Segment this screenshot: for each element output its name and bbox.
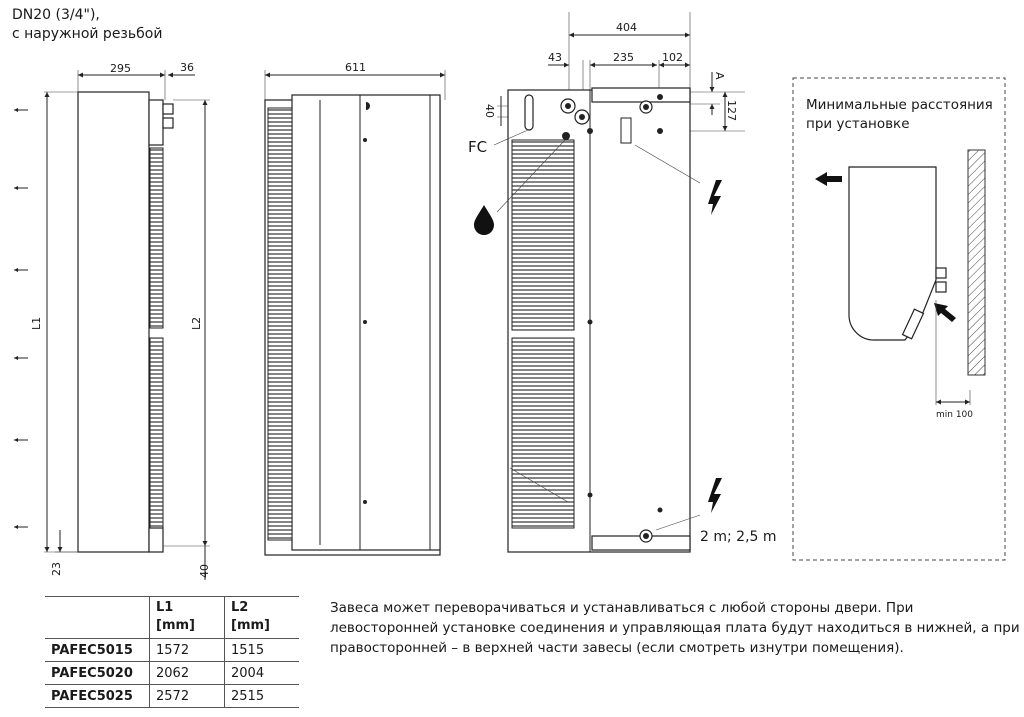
electric-bolt-icon	[708, 478, 722, 513]
min-clearance: min 100	[936, 410, 973, 420]
cell-L2: 2515	[224, 684, 299, 708]
cell-L1: 2062	[149, 661, 225, 685]
clearance-diagram: min 100	[792, 77, 1006, 561]
cell-L1: 1572	[149, 638, 225, 662]
dim-bottom-right: 40	[198, 564, 211, 578]
header-L1-name: L1	[156, 600, 174, 615]
dim-depth: 295	[110, 62, 131, 75]
installation-note: Завеса может переворачиваться и устанавл…	[330, 600, 1020, 656]
airflow-arrow-icons	[14, 108, 28, 529]
table-row: PAFEC5015 1572 1515	[45, 638, 299, 662]
cell-model: PAFEC5020	[45, 661, 150, 685]
dim-40: 40	[483, 104, 496, 118]
dim-fitting: 36	[180, 61, 194, 74]
header-L2: L2 [mm]	[224, 596, 299, 639]
water-drop-icon	[474, 205, 494, 235]
header-L2-name: L2	[231, 600, 249, 615]
dim-127: 127	[725, 100, 738, 121]
front-view: 611	[264, 61, 446, 556]
dim-L1: L1	[30, 317, 43, 330]
dim-left: 43	[548, 51, 562, 64]
connection-note-line1: DN20 (3/4"),	[12, 7, 100, 23]
dim-L2: L2	[190, 317, 203, 330]
header-L2-unit: [mm]	[231, 618, 270, 633]
dim-width: 611	[345, 61, 366, 74]
side-view: 295 36 L1 L2 23 40	[14, 61, 211, 580]
clearance-title-line1: Минимальные расстояния	[806, 97, 993, 113]
air-in-arrow-icon	[934, 303, 956, 322]
electric-bolt-icon	[708, 180, 722, 215]
dim-right: 102	[662, 51, 683, 64]
table-row: PAFEC5025 2572 2515	[45, 684, 299, 708]
table-header: L1 [mm] L2 [mm]	[45, 596, 299, 639]
dim-A: A	[713, 72, 726, 80]
cable-length: 2 m; 2,5 m	[700, 529, 777, 545]
cell-model: PAFEC5015	[45, 638, 150, 662]
cell-L2: 1515	[224, 638, 299, 662]
label-fc: FC	[468, 138, 487, 156]
cell-model: PAFEC5025	[45, 684, 150, 708]
connection-note-line2: с наружной резьбой	[12, 26, 163, 42]
header-model	[45, 596, 150, 639]
dimensions-table: L1 [mm] L2 [mm] PAFEC5015 1572 1515 PAFEC5…	[45, 596, 299, 708]
clearance-title: Минимальные расстояния при установке	[806, 96, 993, 134]
dim-mid: 235	[613, 51, 634, 64]
rear-view: 404 43 235 102 A 127 40 FC	[468, 12, 777, 553]
dim-bottom-left: 23	[50, 562, 63, 576]
connection-note: DN20 (3/4"), с наружной резьбой	[12, 6, 162, 44]
cell-L2: 2004	[224, 661, 299, 685]
dim-total: 404	[616, 21, 637, 34]
table-row: PAFEC5020 2062 2004	[45, 661, 299, 685]
cell-L1: 2572	[149, 684, 225, 708]
air-out-arrow-icon	[815, 172, 842, 186]
header-L1-unit: [mm]	[156, 618, 195, 633]
header-L1: L1 [mm]	[149, 596, 225, 639]
clearance-title-line2: при установке	[806, 116, 910, 132]
